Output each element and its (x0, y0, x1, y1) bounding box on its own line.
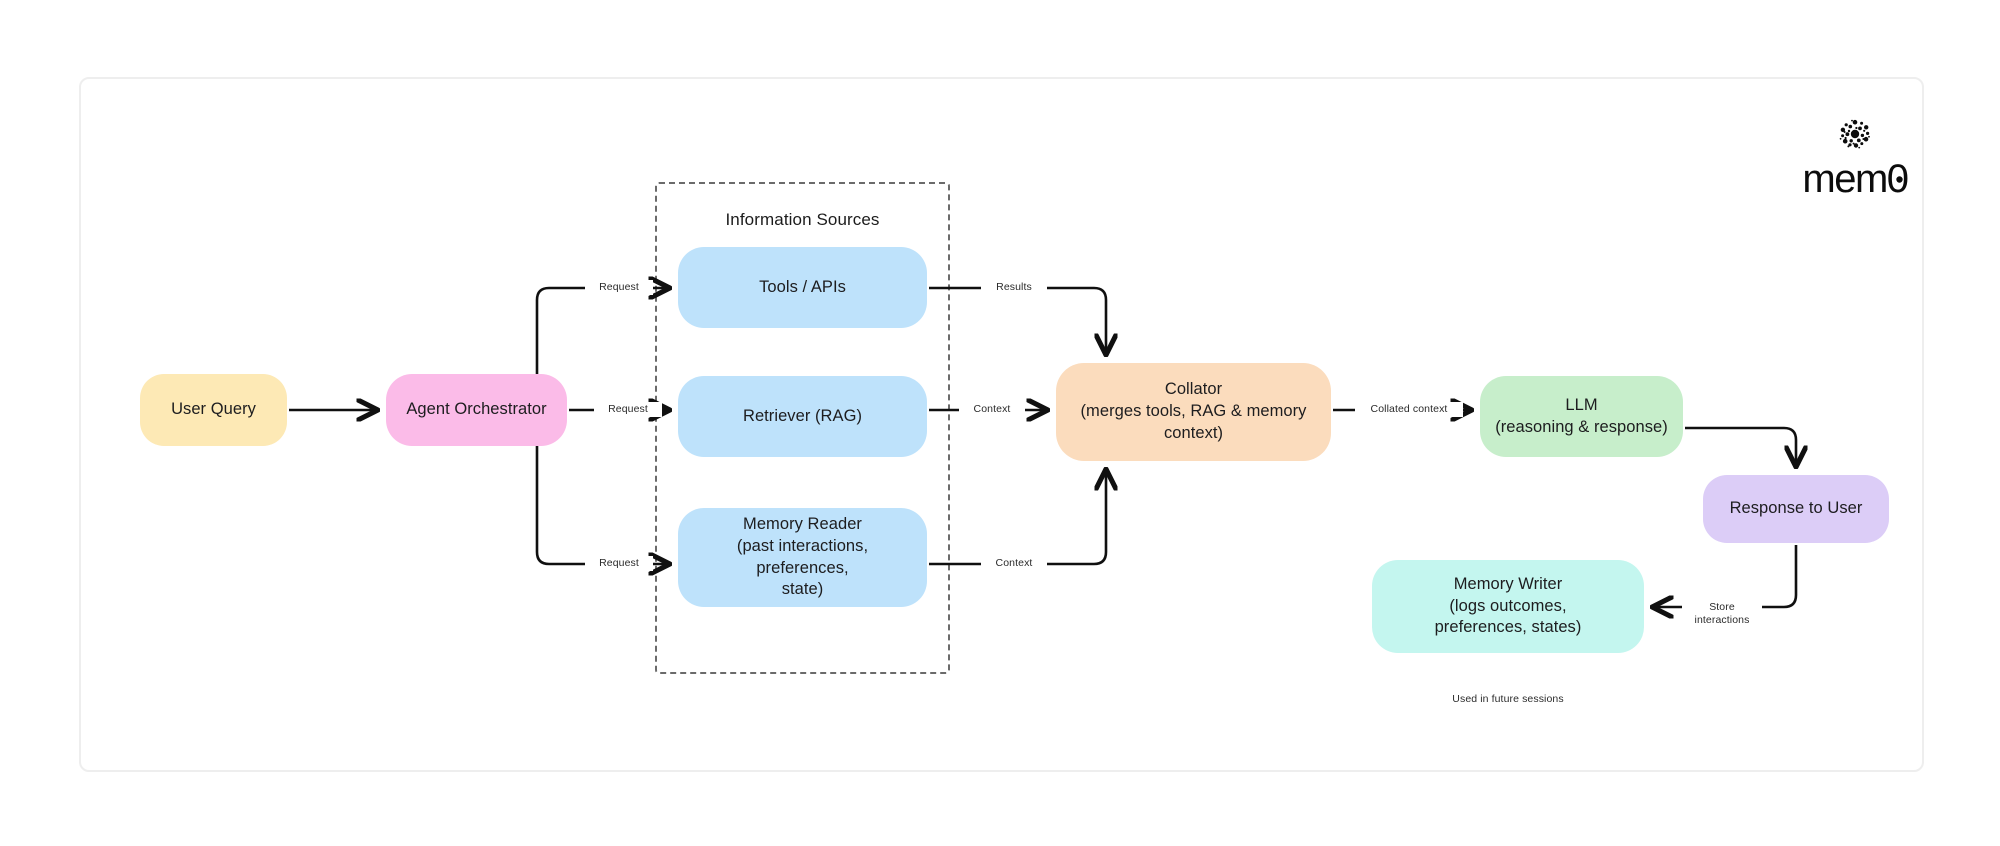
node-llm-label: LLM (reasoning & response) (1495, 395, 1668, 436)
node-retriever-rag-label: Retriever (RAG) (742, 406, 862, 425)
edge-label-agent-orchestrator-to-tools-apis: Request (585, 280, 653, 296)
edge-label-retriever-rag-to-collator: Context (959, 402, 1025, 418)
node-retriever-rag[interactable]: Retriever (RAG) (678, 376, 927, 457)
node-memory-reader[interactable]: Memory Reader (past interactions, prefer… (678, 508, 927, 607)
node-user-query-label: User Query (171, 400, 256, 419)
edge-label-collator-to-llm: Collated context (1355, 402, 1463, 418)
node-collator[interactable]: Collator (merges tools, RAG & memory con… (1056, 363, 1331, 461)
node-tools-apis[interactable]: Tools / APIs (678, 247, 927, 328)
node-agent-orchestrator-label: Agent Orchestrator (406, 400, 547, 419)
edge-label-memory-reader-to-collator: Context (981, 556, 1047, 572)
node-response-to-user[interactable]: Response to User (1703, 475, 1889, 543)
dot-cluster-icon (1839, 119, 1870, 149)
node-user-query[interactable]: User Query (140, 374, 287, 446)
edge-label-response-to-user-to-memory-writer: Store interactions (1682, 600, 1762, 629)
node-collator-label: Collator (merges tools, RAG & memory con… (1080, 380, 1307, 442)
mem0-logo: mem0 (1790, 112, 1920, 207)
node-memory-writer-label: Memory Writer (logs outcomes, preference… (1434, 574, 1582, 637)
note-used-in-future-sessions: Used in future sessions (1452, 693, 1564, 705)
node-memory-writer[interactable]: Memory Writer (logs outcomes, preference… (1372, 560, 1644, 653)
node-memory-reader-label: Memory Reader (past interactions, prefer… (736, 514, 869, 599)
edge-label-tools-apis-to-collator: Results (981, 280, 1047, 296)
mem0-wordmark-text: mem0 (1802, 158, 1907, 201)
group-information-sources: Information Sources (655, 182, 950, 674)
node-llm[interactable]: LLM (reasoning & response) (1480, 376, 1683, 457)
edge-label-agent-orchestrator-to-memory-reader: Request (585, 556, 653, 572)
node-response-to-user-label: Response to User (1729, 499, 1863, 518)
group-title: Information Sources (725, 210, 880, 229)
edge-label-agent-orchestrator-to-retriever-rag: Request (594, 402, 662, 418)
node-agent-orchestrator[interactable]: Agent Orchestrator (386, 374, 567, 446)
node-tools-apis-label: Tools / APIs (759, 277, 846, 296)
mem0-wordmark: mem0 (1802, 157, 1909, 201)
